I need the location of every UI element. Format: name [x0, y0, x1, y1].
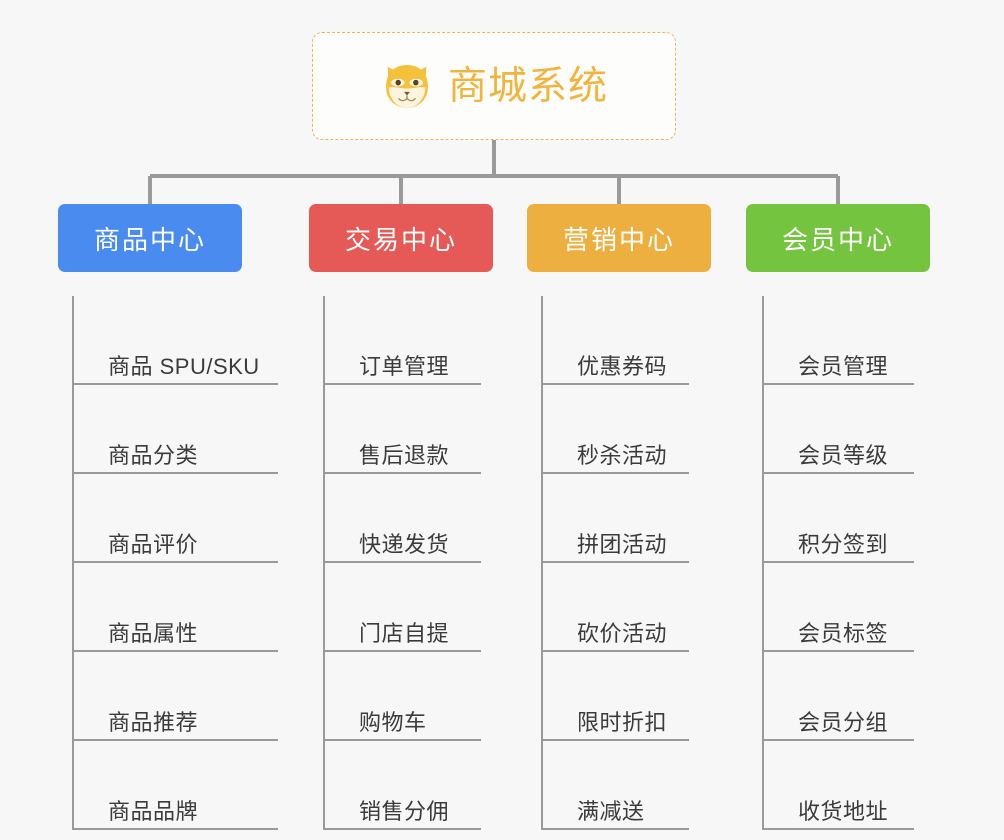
leaf-item[interactable]: 收货地址	[762, 741, 930, 830]
leaf-label: 商品评价	[108, 531, 199, 557]
leaf-item[interactable]: 商品 SPU/SKU	[72, 296, 278, 385]
category-box-1[interactable]: 商品中心	[58, 204, 242, 272]
leaf-list-3: 优惠券码 秒杀活动 拼团活动 砍价活动 限时折扣 满减送	[541, 296, 711, 830]
leaf-label: 门店自提	[359, 620, 450, 646]
leaf-label: 会员等级	[798, 442, 889, 468]
leaf-item[interactable]: 购物车	[323, 652, 493, 741]
leaf-label: 限时折扣	[577, 709, 668, 735]
root-node[interactable]: 商城系统	[312, 32, 676, 140]
leaf-item[interactable]: 限时折扣	[541, 652, 711, 741]
leaf-item[interactable]: 商品推荐	[72, 652, 278, 741]
leaf-item[interactable]: 会员等级	[762, 385, 930, 474]
leaf-item[interactable]: 商品分类	[72, 385, 278, 474]
leaf-item[interactable]: 满减送	[541, 741, 711, 830]
leaf-item[interactable]: 会员分组	[762, 652, 930, 741]
leaf-item[interactable]: 售后退款	[323, 385, 493, 474]
leaf-label: 会员分组	[798, 709, 889, 735]
leaf-item[interactable]: 会员管理	[762, 296, 930, 385]
leaf-label: 秒杀活动	[577, 442, 668, 468]
leaf-list-2: 订单管理 售后退款 快递发货 门店自提 购物车 销售分佣	[323, 296, 493, 830]
leaf-item[interactable]: 积分签到	[762, 474, 930, 563]
leaf-item[interactable]: 秒杀活动	[541, 385, 711, 474]
leaf-item[interactable]: 快递发货	[323, 474, 493, 563]
category-title-2: 交易中心	[344, 224, 457, 255]
category-box-3[interactable]: 营销中心	[527, 204, 711, 272]
leaf-label: 优惠券码	[577, 353, 668, 379]
leaf-label: 商品分类	[108, 442, 199, 468]
leaf-list-4: 会员管理 会员等级 积分签到 会员标签 会员分组 收货地址	[762, 296, 930, 830]
leaf-label: 砍价活动	[577, 620, 668, 646]
leaf-item[interactable]: 会员标签	[762, 563, 930, 652]
leaf-label: 商品推荐	[108, 709, 199, 735]
leaf-list-1: 商品 SPU/SKU 商品分类 商品评价 商品属性 商品推荐 商品品牌	[72, 296, 278, 830]
branch-column-1: 商品中心 商品 SPU/SKU 商品分类 商品评价 商品属性 商品推荐 商品品牌	[58, 204, 278, 830]
category-box-4[interactable]: 会员中心	[746, 204, 930, 272]
leaf-item[interactable]: 商品评价	[72, 474, 278, 563]
leaf-label: 购物车	[359, 709, 427, 735]
leaf-label: 会员管理	[798, 353, 889, 379]
leaf-label: 拼团活动	[577, 531, 668, 557]
leaf-label: 满减送	[577, 798, 645, 824]
leaf-label: 售后退款	[359, 442, 450, 468]
leaf-item[interactable]: 订单管理	[323, 296, 493, 385]
leaf-item[interactable]: 优惠券码	[541, 296, 711, 385]
branch-column-2: 交易中心 订单管理 售后退款 快递发货 门店自提 购物车 销售分佣	[309, 204, 493, 830]
category-title-3: 营销中心	[562, 224, 675, 255]
leaf-label: 商品品牌	[108, 798, 199, 824]
leaf-item[interactable]: 销售分佣	[323, 741, 493, 830]
leaf-item[interactable]: 商品属性	[72, 563, 278, 652]
dog-face-icon	[386, 65, 428, 108]
leaf-label: 销售分佣	[359, 798, 450, 824]
leaf-label: 商品属性	[108, 620, 199, 646]
leaf-label: 收货地址	[798, 798, 889, 824]
leaf-label: 会员标签	[798, 620, 889, 646]
leaf-label: 积分签到	[798, 531, 889, 557]
leaf-item[interactable]: 拼团活动	[541, 474, 711, 563]
category-title-1: 商品中心	[93, 224, 206, 255]
leaf-item[interactable]: 门店自提	[323, 563, 493, 652]
leaf-item[interactable]: 商品品牌	[72, 741, 278, 830]
leaf-label: 订单管理	[359, 353, 450, 379]
leaf-item[interactable]: 砍价活动	[541, 563, 711, 652]
leaf-label: 商品 SPU/SKU	[108, 353, 260, 379]
category-title-4: 会员中心	[781, 224, 894, 255]
branch-column-4: 会员中心 会员管理 会员等级 积分签到 会员标签 会员分组 收货地址	[746, 204, 930, 830]
branch-column-3: 营销中心 优惠券码 秒杀活动 拼团活动 砍价活动 限时折扣 满减送	[527, 204, 711, 830]
leaf-label: 快递发货	[359, 531, 450, 557]
root-title: 商城系统	[447, 64, 608, 108]
category-box-2[interactable]: 交易中心	[309, 204, 493, 272]
